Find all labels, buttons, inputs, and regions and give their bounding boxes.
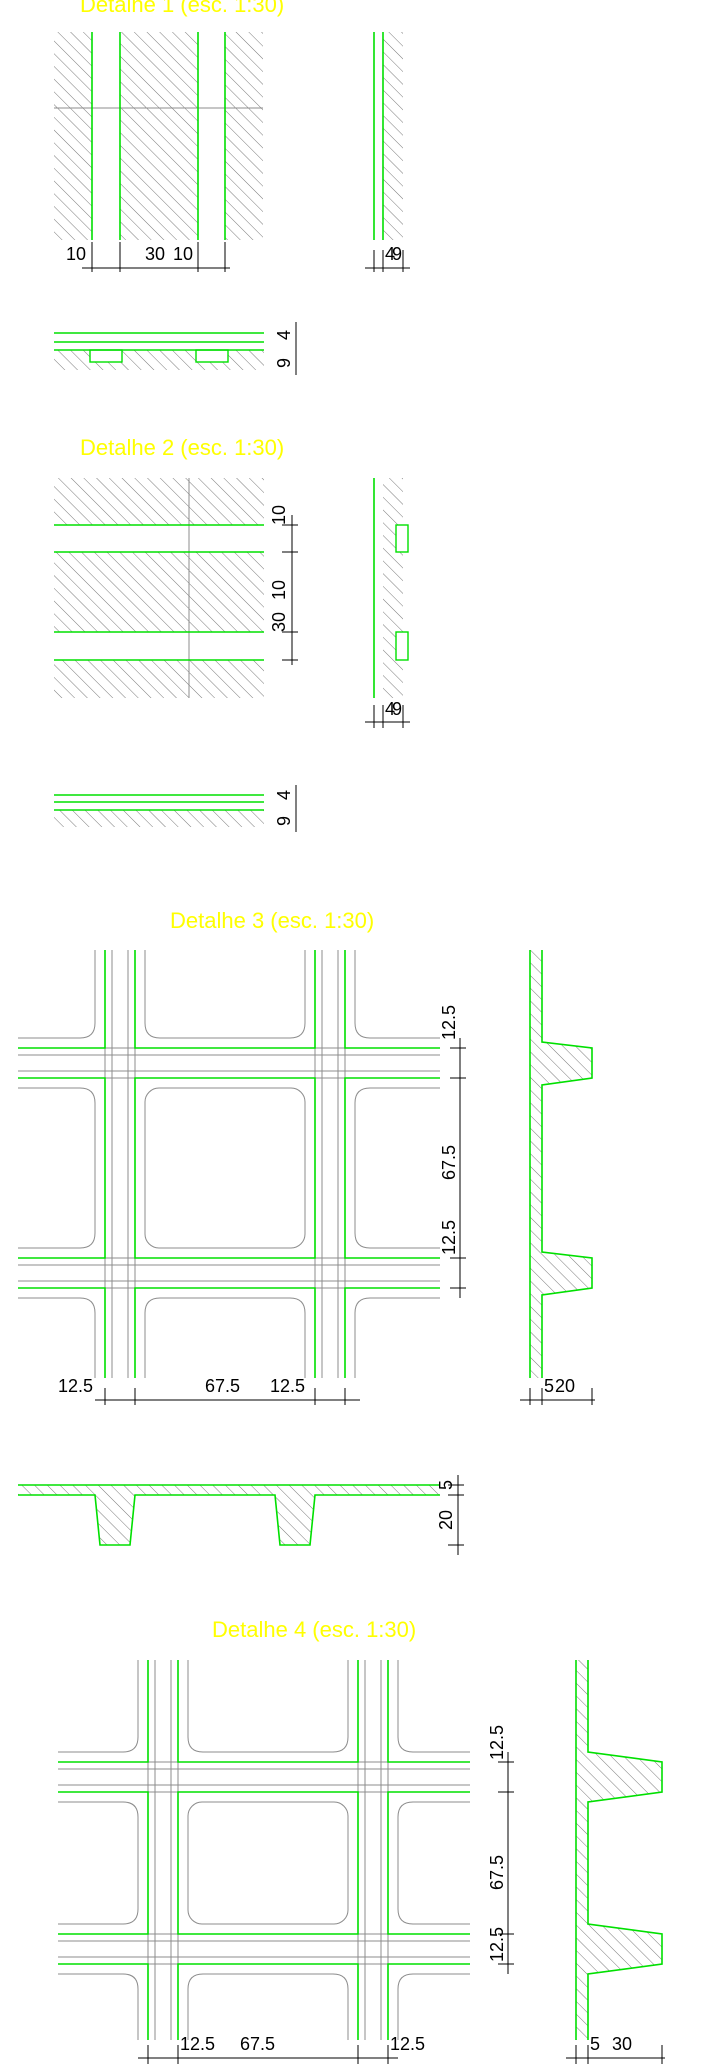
dim-label: 5 [590, 2034, 600, 2054]
dim-label: 67.5 [205, 1376, 240, 1396]
dim-label: 12.5 [439, 1220, 459, 1255]
detail-1-side-section: 4 9 [365, 32, 410, 272]
dim-label: 4 [274, 790, 294, 800]
dim-label: 12.5 [439, 1005, 459, 1040]
detail-1-bottom-section: 4 9 [54, 322, 297, 375]
dim-label: 30 [145, 244, 165, 264]
dim-label: 10 [173, 244, 193, 264]
dim-label: 67.5 [487, 1855, 507, 1890]
dim-label: 12.5 [58, 1376, 93, 1396]
detail-4: Detalhe 4 (esc. 1:30) [58, 1617, 665, 2064]
detail-2-plan: 10 30 10 [54, 478, 298, 698]
detail-2: Detalhe 2 (esc. 1:30) 10 30 10 [54, 435, 410, 832]
detail-1-title: Detalhe 1 (esc. 1:30) [80, 0, 284, 17]
detail-2-title: Detalhe 2 (esc. 1:30) [80, 435, 284, 460]
dim-label: 10 [269, 580, 289, 600]
detail-2-bottom-section: 4 9 [54, 785, 297, 832]
detail-4-side-section: 5 30 [566, 1660, 665, 2064]
dim-label: 9 [392, 699, 402, 719]
dim-label: 4 [385, 244, 395, 264]
dim-label: 20 [436, 1510, 456, 1530]
dim-label: 67.5 [439, 1145, 459, 1180]
dim-label: 4 [274, 330, 294, 340]
dim-label: 20 [555, 1376, 575, 1396]
dim-label: 9 [274, 816, 294, 826]
detail-4-title: Detalhe 4 (esc. 1:30) [212, 1617, 416, 1642]
detail-1-plan: 10 30 10 [54, 32, 263, 272]
dim-label: 4 [385, 699, 395, 719]
dim-label: 12.5 [180, 2034, 215, 2054]
dim-label: 30 [269, 612, 289, 632]
detail-3-title: Detalhe 3 (esc. 1:30) [170, 908, 374, 933]
detail-4-plan: 12.5 67.5 12.5 12.5 67.5 12.5 [58, 1660, 514, 2064]
dim-label: 10 [66, 244, 86, 264]
detail-3-bottom-section: 5 20 [18, 1475, 464, 1555]
dim-label: 5 [544, 1376, 554, 1396]
dim-label: 9 [274, 358, 294, 368]
detail-1: Detalhe 1 (esc. 1:30) 10 30 10 [54, 0, 410, 375]
dim-label: 5 [436, 1480, 456, 1490]
dim-label: 12.5 [270, 1376, 305, 1396]
dim-label: 9 [392, 244, 402, 264]
dim-label: 12.5 [487, 1927, 507, 1962]
dim-label: 10 [269, 505, 289, 525]
detail-2-side-section: 4 9 [365, 478, 410, 728]
dim-label: 30 [612, 2034, 632, 2054]
dim-label: 12.5 [487, 1725, 507, 1760]
detail-3-side-section: 5 20 [520, 950, 595, 1405]
dim-label: 67.5 [240, 2034, 275, 2054]
dim-label: 12.5 [390, 2034, 425, 2054]
detail-3: Detalhe 3 (esc. 1:30) [18, 908, 595, 1555]
detail-3-plan: 12.5 67.5 12.5 12.5 67.5 12.5 [18, 950, 466, 1405]
